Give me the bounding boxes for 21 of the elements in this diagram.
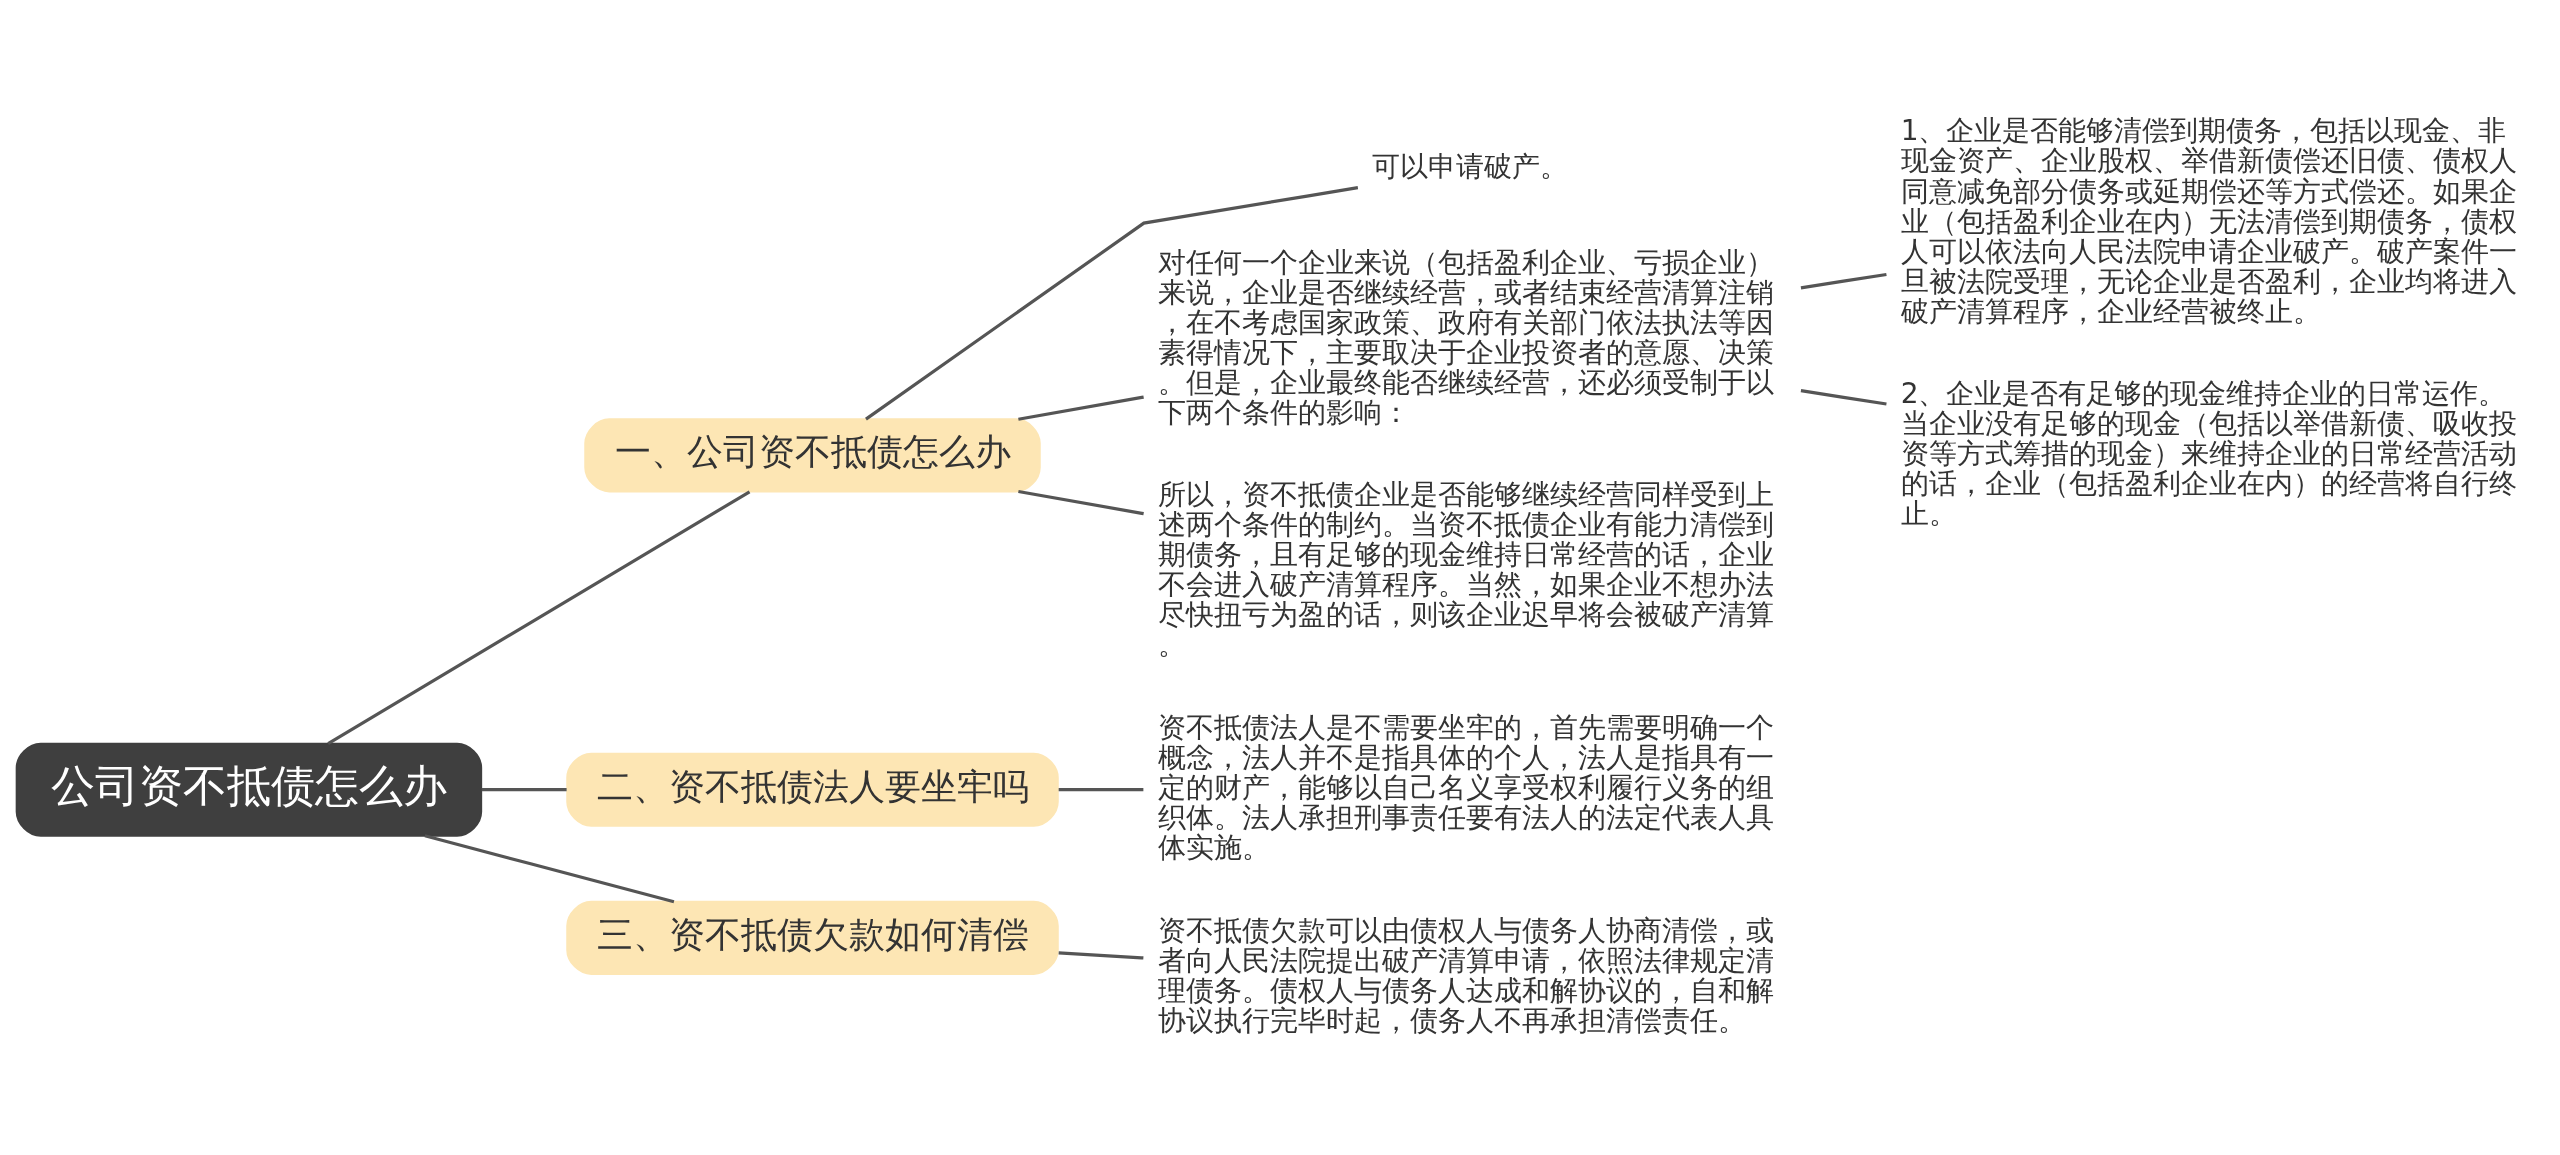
node-box: 二、资不抵债法人要坐牢吗 <box>566 752 1059 827</box>
node-box: 一、公司资不抵债怎么办 <box>584 417 1041 492</box>
node-text: 资不抵债欠款可以由债权人与债务人协商清偿，或者向人民法院提出破产清算申请，依照法律规定清理债务。债权人与债务人达成和解协议的，自和解协议执行完毕时起，债务人不再承担清偿责任。 <box>1157 913 1774 1037</box>
node-text: 1、企业是否能够清偿到期债务，包括以现金、非现金资产、企业股权、举借新债偿还旧债、债权人同意减免部分债务或延期偿还等方式偿还。如果企业（包括盈利企业在内）无法清偿到期债务，债权人可以依法向人民法院申请企业破产。破产案件一旦被法院受理，无论企业是否盈利，企业均将进入破产清算程序，企业经营被终止。 <box>1900 113 2517 328</box>
node-text: 2、企业是否有足够的现金维持企业的日常运作。当企业没有足够的现金（包括以举借新债、吸收投资等方式筹措的现金）来维持企业的日常经营活动的话，企业（包括盈利企业在内）的经营将自行终止。 <box>1900 376 2517 530</box>
connector <box>1058 787 1144 791</box>
connector <box>1800 388 1887 406</box>
connector <box>1018 395 1144 421</box>
node-box: 公司资不抵债怎么办 <box>15 742 483 837</box>
node-text: 可以申请破产。 <box>1372 149 1569 183</box>
connector <box>1018 489 1144 515</box>
connector <box>1058 950 1144 960</box>
connector <box>1800 272 1887 289</box>
node-text: 所以，资不抵债企业是否能够继续经营同样受到上述两个条件的制约。当资不抵债企业有能力清偿到期债务，且有足够的现金维持日常经营的话，企业不会进入破产清算程序。当然，如果企业不想办法尽快扭亏为盈的话，则该企业迟早将会被破产清算。 <box>1157 477 1774 661</box>
node-text: 对任何一个企业来说（包括盈利企业、亏损企业）来说，企业是否继续经营，或者结束经营清算注销，在不考虑国家政策、政府有关部门依法执法等因素得情况下，主要取决于企业投资者的意愿、决策。但是，企业最终能否继续经营，还必须受制于以下两个条件的影响： <box>1157 245 1774 429</box>
node-box: 三、资不抵债欠款如何清偿 <box>566 900 1059 975</box>
connector <box>865 185 1359 420</box>
node-text: 资不抵债法人是不需要坐牢的，首先需要明确一个概念，法人并不是指具体的个人，法人是指具有一定的财产，能够以自己名义享受权利履行义务的组织体。法人承担刑事责任要有法人的法定代表人具体实施。 <box>1157 710 1774 864</box>
connector <box>481 787 567 791</box>
connector <box>327 489 751 745</box>
connector <box>424 833 675 903</box>
